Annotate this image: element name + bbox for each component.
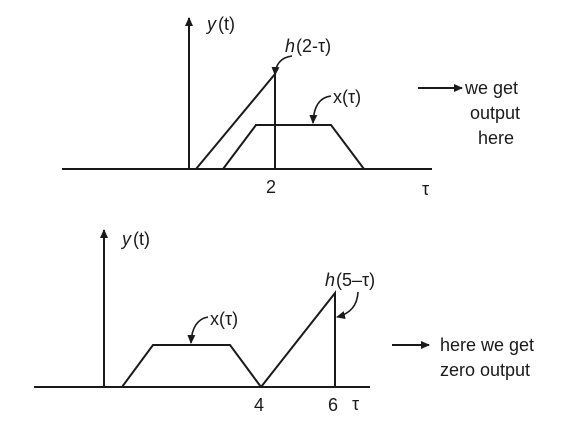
bottom-tau-label: τ xyxy=(352,394,359,414)
bottom-h-label-fn: h xyxy=(325,270,335,290)
top-h-pointer-arrow xyxy=(271,55,293,76)
top-h-label-arg: (2-τ) xyxy=(296,36,331,56)
bottom-tick-4: 4 xyxy=(254,395,264,415)
top-y-axis-label-fn: y xyxy=(205,14,217,34)
top-note-line3: here xyxy=(478,128,514,148)
bottom-x-trapezoid xyxy=(121,344,262,388)
top-note-line2: output xyxy=(470,103,520,123)
top-x-trapezoid xyxy=(222,124,365,170)
top-diagram: y (t) h (2-τ) x(τ) 2 τ we get output her… xyxy=(62,14,520,199)
top-y-axis-label-arg: (t) xyxy=(218,14,235,34)
top-tau-label: τ xyxy=(422,179,429,199)
bottom-h-pointer-arrow xyxy=(336,291,359,319)
bottom-y-axis-label-fn: y xyxy=(120,229,132,249)
bottom-h-label-arg: (5–τ) xyxy=(336,270,375,290)
bottom-x-label: x(τ) xyxy=(210,309,238,329)
bottom-note-line1: here we get xyxy=(440,335,534,355)
top-tick-2: 2 xyxy=(266,177,276,197)
top-h-label-fn: h xyxy=(285,36,295,56)
top-x-label: x(τ) xyxy=(333,87,361,107)
top-h-triangle xyxy=(195,71,276,170)
bottom-y-axis-label-arg: (t) xyxy=(133,229,150,249)
bottom-diagram: y (t) x(τ) h (5–τ) 4 6 τ here we get zer… xyxy=(34,229,534,415)
bottom-tick-6: 6 xyxy=(328,395,338,415)
bottom-note-line2: zero output xyxy=(440,360,530,380)
bottom-x-pointer-arrow xyxy=(187,316,209,344)
top-note-line1: we get xyxy=(464,78,518,98)
bottom-h-triangle xyxy=(260,290,336,388)
top-x-pointer-arrow xyxy=(309,95,332,124)
